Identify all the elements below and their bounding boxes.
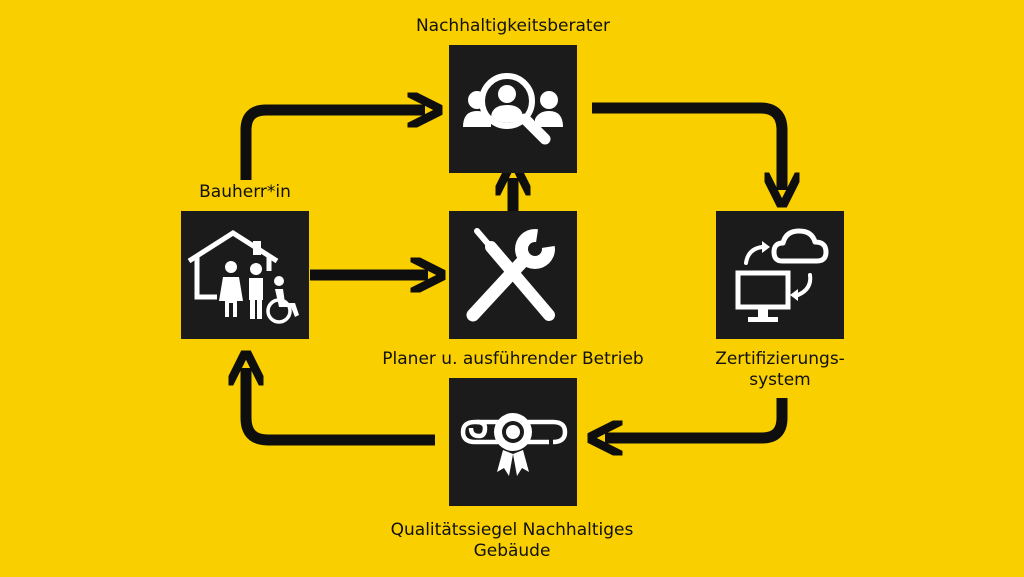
- planner-label: Planer u. ausführender Betrieb: [382, 349, 644, 369]
- certificate-seal-icon: [460, 413, 568, 476]
- arrow-certification-to-seal: [605, 398, 788, 438]
- advisor-label: Nachhaltigkeitsberater: [415, 16, 611, 36]
- house-family-icon: [187, 230, 299, 324]
- arrow-seal-to-owner: [246, 368, 435, 446]
- certification-label-line1: Zertifizierungs-: [715, 349, 845, 369]
- seal-label-line1: Qualitätssiegel Nachhaltiges: [390, 520, 634, 540]
- certification-box: [716, 211, 844, 339]
- owner-label: Bauherr*in: [199, 182, 291, 202]
- cloud-computer-sync-icon: [735, 228, 829, 322]
- owner-box: [181, 211, 309, 339]
- arrow-owner-to-advisor: [240, 110, 425, 180]
- tools-icon: [466, 223, 561, 322]
- seal-label-line2: Gebäude: [473, 541, 551, 561]
- certification-label: Zertifizierungs- system: [690, 349, 870, 391]
- advisor-box: [449, 45, 577, 173]
- arrow-advisor-to-certification: [592, 102, 782, 190]
- planner-box: [449, 211, 577, 339]
- people-magnifier-icon: [463, 73, 563, 145]
- certification-label-line2: system: [749, 370, 811, 390]
- seal-label: Qualitätssiegel Nachhaltiges Gebäude: [362, 520, 662, 562]
- seal-box: [449, 378, 577, 506]
